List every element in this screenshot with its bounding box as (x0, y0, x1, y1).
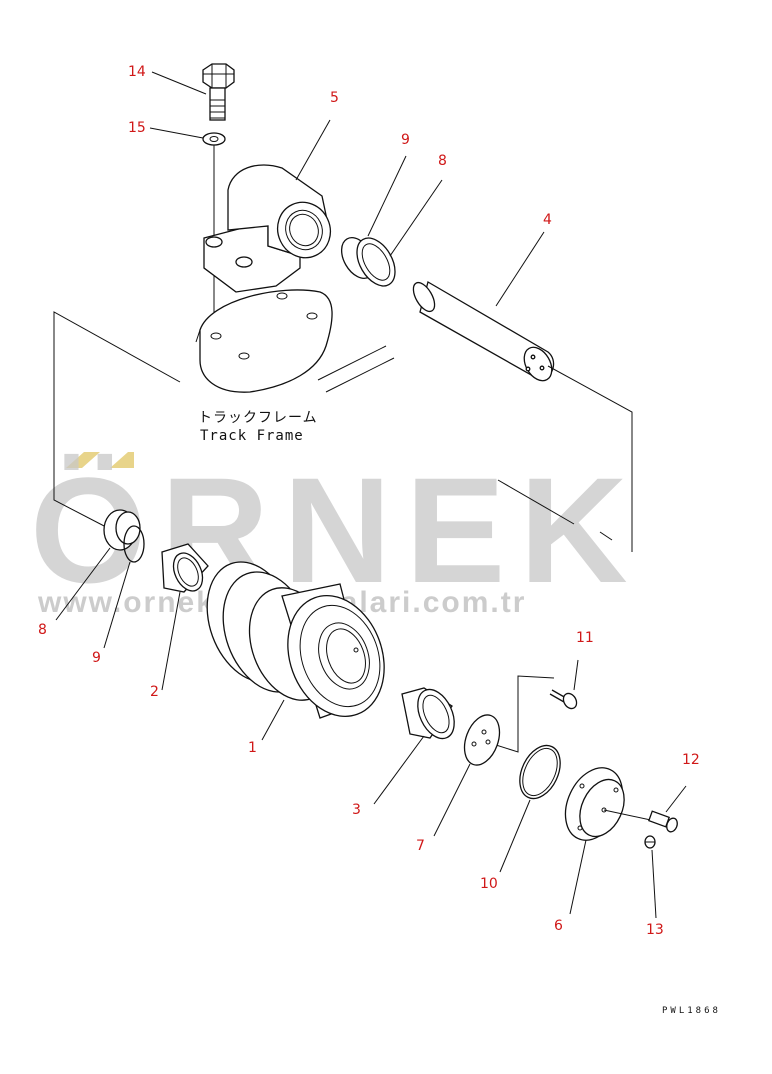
part-14-bolt (202, 63, 235, 121)
callout-1: 1 (248, 740, 257, 756)
callout-3: 3 (352, 802, 361, 818)
callout-11: 11 (576, 630, 594, 646)
callout-15: 15 (128, 120, 146, 136)
part-2-bushing (161, 543, 209, 593)
part-3-bushing (401, 687, 455, 740)
part-1-roller (206, 561, 385, 719)
callout-6: 6 (554, 918, 563, 934)
part-5-support-bracket (203, 164, 332, 293)
callout-7: 7 (416, 838, 425, 854)
part-6-cover (564, 767, 625, 841)
callout-8-lower: 8 (38, 622, 47, 638)
callout-5: 5 (330, 90, 339, 106)
part-12-bolt (603, 809, 678, 833)
part-15-washer (202, 132, 226, 146)
watermark-accent-mark (110, 452, 134, 468)
watermark-accent-mark (66, 452, 100, 468)
part-7-thrust-plate (463, 714, 501, 766)
callout-2: 2 (150, 684, 159, 700)
callouts: 14 15 5 9 8 4 8 9 2 1 3 7 10 11 12 13 6 (38, 64, 700, 938)
drawing-code: PWL1868 (662, 1006, 721, 1016)
part-10-o-ring (519, 744, 561, 800)
callout-9-upper: 9 (401, 132, 410, 148)
part-8-collar-lower (103, 509, 141, 551)
callout-14: 14 (128, 64, 146, 80)
callout-9-lower: 9 (92, 650, 101, 666)
callout-10: 10 (480, 876, 498, 892)
leader-lines (55, 71, 687, 919)
track-frame-label-jp: トラックフレーム (198, 410, 318, 426)
part-8-collar-upper (356, 237, 396, 287)
callout-4: 4 (543, 212, 552, 228)
callout-13: 13 (646, 922, 664, 938)
track-frame-label: トラックフレーム Track Frame (198, 410, 318, 444)
track-frame-label-en: Track Frame (200, 428, 304, 444)
part-13-plug (644, 835, 656, 849)
track-frame-pad (195, 289, 395, 393)
part-9-snap-ring-lower (123, 525, 145, 563)
callout-12: 12 (682, 752, 700, 768)
part-4-shaft (412, 281, 555, 382)
part-11-bolt (549, 689, 578, 710)
callout-8-upper: 8 (438, 153, 447, 169)
